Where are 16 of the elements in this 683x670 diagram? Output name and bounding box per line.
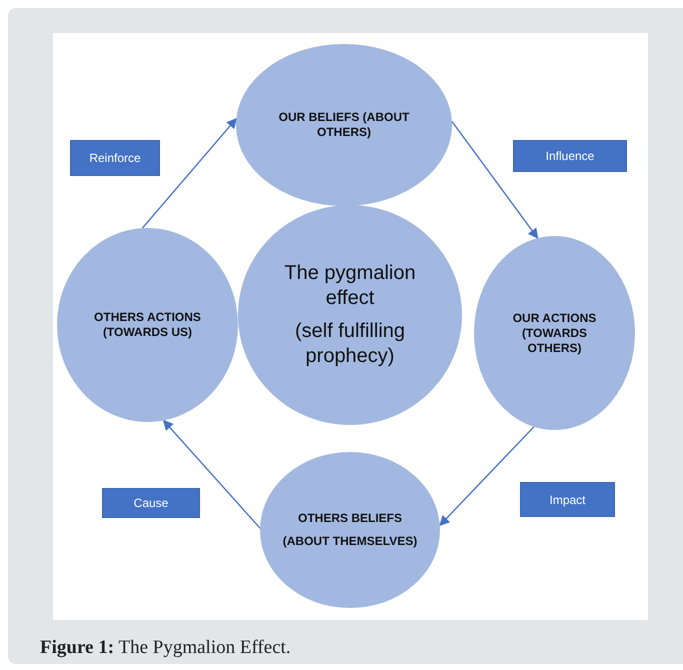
node-text: OTHERS ACTIONS (TOWARDS US) (93, 310, 202, 340)
label-box: Reinforce (70, 140, 160, 176)
center-title: (self fulfilling prophecy) (294, 319, 406, 369)
figure-caption: Figure 1: The Pygmalion Effect. (40, 636, 291, 660)
arrow (451, 120, 538, 239)
arrow (162, 420, 260, 529)
label-box: Influence (513, 140, 627, 172)
label-box: Impact (520, 482, 615, 517)
center-title: The pygmalion effect (283, 261, 417, 311)
arrow (439, 426, 534, 526)
node-text: OTHERS BELIEFS (298, 511, 402, 526)
node-text: (ABOUT THEMSELVES) (282, 534, 418, 549)
node-text: OUR BELIEFS (ABOUT OTHERS) (278, 110, 410, 140)
arrow (142, 118, 237, 229)
node-text: OUR ACTIONS (TOWARDS OTHERS) (512, 310, 598, 356)
label-box: Cause (102, 488, 200, 518)
